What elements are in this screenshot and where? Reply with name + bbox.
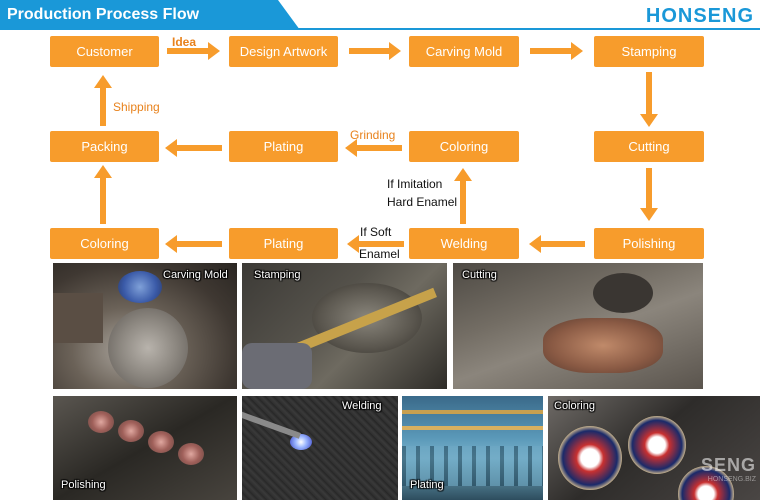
step-customer: Customer [50,36,159,67]
note-if-soft: If Soft [360,225,392,239]
coin-1 [558,426,622,490]
rack-bar-2 [402,426,543,430]
badge-3 [148,431,174,453]
watermark-sub: HONSENG.BIZ [707,476,756,483]
note-shipping: Shipping [113,100,160,114]
step-plating-bottom: Plating [229,228,338,259]
arrow-polishing-to-welding [529,235,585,253]
photo-label-polishing: Polishing [61,479,106,491]
note-grinding: Grinding [350,128,396,142]
photo-label-welding: Welding [342,400,382,412]
arrow-welding-to-coloring [454,168,472,224]
step-coloring-bottom: Coloring [50,228,159,259]
note-enamel: Enamel [359,247,400,261]
step-cutting: Cutting [594,131,704,162]
photo-cutting: Cutting [453,263,703,389]
arrow-stamping-to-cutting [640,72,658,127]
photo-label-plating: Plating [410,479,444,491]
arrow-design-to-carving [349,42,401,60]
mold-bit [118,271,162,303]
photo-polishing: Polishing [53,396,237,500]
photo-label-cutting: Cutting [462,269,497,281]
weld-flame [290,434,312,450]
arrow-plating-to-coloring [165,235,222,253]
header-divider [296,28,760,30]
photo-label-stamping: Stamping [254,269,301,281]
arrow-plating-to-packing [165,139,222,157]
copper-sheet [543,318,663,373]
arrow-cutting-to-polishing [640,168,658,221]
arrow-coloring-to-packing [94,165,112,224]
mold-clamp [53,293,103,343]
photo-carving-mold: Carving Mold [53,263,237,389]
arrow-welding-to-plating [347,235,404,253]
header-bar [0,0,300,30]
photo-label-coloring: Coloring [554,400,595,412]
coin-2 [628,416,686,474]
arrow-packing-to-customer [94,75,112,126]
step-packing: Packing [50,131,159,162]
watermark: SENG [700,455,756,475]
rack-bar-1 [402,410,543,414]
step-design-artwork: Design Artwork [229,36,338,67]
badge-4 [178,443,204,465]
step-plating-mid: Plating [229,131,338,162]
step-carving-mold: Carving Mold [409,36,519,67]
step-coloring-mid: Coloring [409,131,519,162]
note-hard-enamel: Hard Enamel [387,195,458,209]
page-title: Production Process Flow [7,6,200,23]
flow-arrows [94,42,658,253]
step-polishing: Polishing [594,228,704,259]
photo-plating: Plating [402,396,543,500]
brand-logo: HONSENG [645,5,754,27]
note-if-imitation: If Imitation [387,177,443,191]
badge-2 [118,420,144,442]
arrow-carving-to-stamping [530,42,583,60]
step-welding: Welding [409,228,519,259]
note-idea: Idea [172,35,197,49]
arrow-coloring-to-plating [345,139,402,157]
glove [242,343,312,389]
torch [242,409,301,439]
photo-coloring: Coloring [548,396,760,500]
photo-label-carving-mold: Carving Mold [163,269,228,281]
cutter-head [593,273,653,313]
photo-stamping: Stamping [242,263,447,389]
step-stamping: Stamping [594,36,704,67]
badge-1 [88,411,114,433]
plating-tank [402,446,543,486]
arrow-customer-to-design [167,42,220,60]
photo-welding: Welding [242,396,398,500]
mold-disc [108,308,188,388]
